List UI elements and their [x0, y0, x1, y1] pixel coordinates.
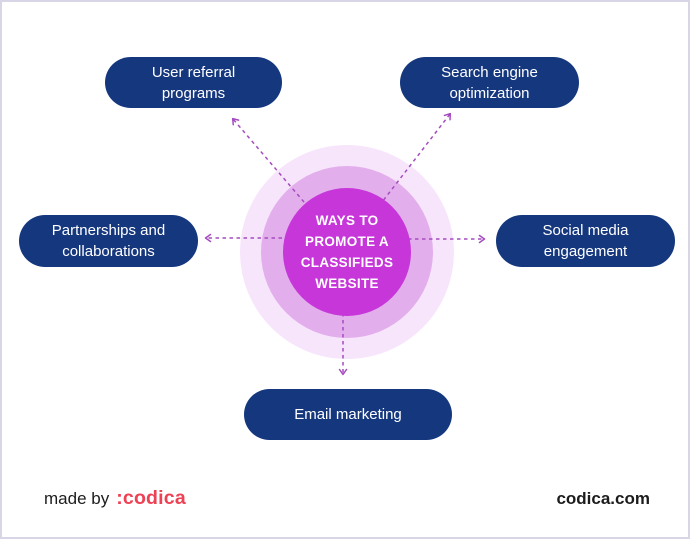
hub-title-line: CLASSIFIEDS [300, 255, 394, 270]
site-url: codica.com [556, 489, 650, 508]
node-label-line: Social media [542, 222, 629, 239]
made-by-label: made by [44, 489, 110, 508]
codica-logo: :codica [116, 487, 186, 509]
node-label-line: optimization [449, 84, 530, 102]
made-by-attribution: made by :codica [44, 487, 186, 510]
node-label-line: Search engine [441, 63, 538, 81]
node-label-line: Email marketing [294, 406, 402, 423]
node-partnerships-and-collaborations: Partnerships and collaborations [19, 215, 198, 267]
node-label-line: Partnerships and [51, 222, 166, 239]
hub-circle: WAYS TO PROMOTE A CLASSIFIEDS WEBSITE [283, 188, 411, 316]
hub-title-line: WAYS TO [315, 213, 379, 228]
node-user-referral-programs: User referral programs [105, 57, 282, 108]
hub-title-line: PROMOTE A [305, 234, 389, 249]
node-email-marketing: Email marketing [244, 389, 452, 440]
hub-title-line: WEBSITE [315, 276, 379, 291]
node-search-engine-optimization: Search engine optimization [400, 57, 579, 108]
node-label-line: engagement [543, 243, 628, 260]
node-label-line: programs [161, 84, 226, 102]
node-label-line: User referral [151, 63, 236, 81]
node-social-media-engagement: Social media engagement [496, 215, 675, 267]
node-label-line: collaborations [62, 243, 155, 260]
